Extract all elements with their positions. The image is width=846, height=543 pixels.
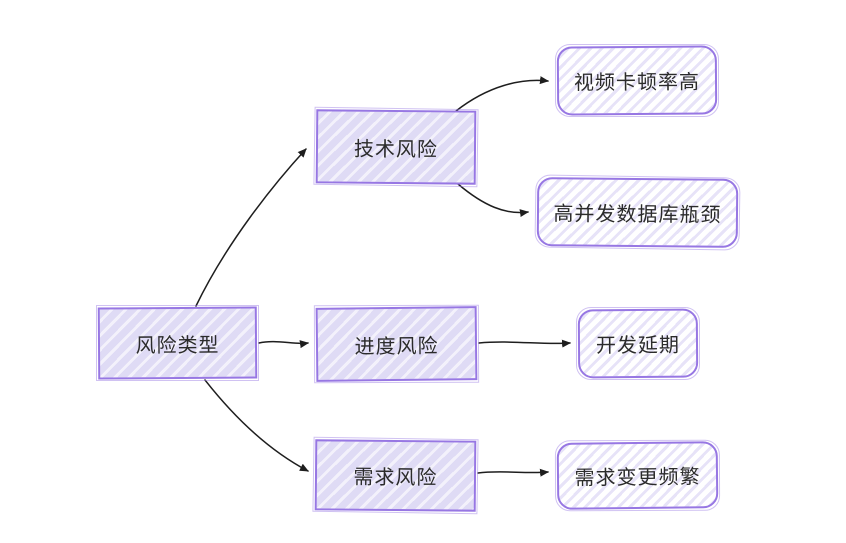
- node-requirement-change-label: 需求变更频繁: [574, 466, 701, 490]
- edge-technical-to-db-bottleneck[interactable]: [457, 183, 529, 218]
- edge-schedule-to-dev-delay[interactable]: [478, 339, 571, 348]
- node-schedule-risk-label: 进度风险: [354, 335, 439, 358]
- edge-root-to-technical-risk[interactable]: [195, 148, 307, 307]
- node-schedule-risk[interactable]: 进度风险: [315, 306, 478, 382]
- node-requirement-risk[interactable]: 需求风险: [314, 439, 477, 512]
- edge-root-to-schedule-risk[interactable]: [258, 340, 309, 349]
- node-db-bottleneck-label: 高并发数据库瓶颈: [553, 203, 722, 227]
- edge-root-to-requirement-risk[interactable]: [204, 379, 309, 472]
- node-video-stutter-rate[interactable]: 视频卡顿率高: [556, 45, 718, 116]
- node-db-bottleneck[interactable]: 高并发数据库瓶颈: [536, 177, 739, 248]
- node-risk-type[interactable]: 风险类型: [97, 306, 258, 380]
- edge-requirement-to-change[interactable]: [477, 468, 549, 477]
- node-technical-risk[interactable]: 技术风险: [315, 109, 477, 185]
- node-requirement-change[interactable]: 需求变更频繁: [556, 441, 719, 510]
- node-video-stutter-rate-label: 视频卡顿率高: [573, 71, 701, 95]
- node-requirement-risk-label: 需求风险: [353, 466, 438, 490]
- node-dev-delay-label: 开发延期: [595, 334, 681, 358]
- edge-technical-to-video-stutter[interactable]: [455, 76, 549, 112]
- node-risk-type-label: 风险类型: [135, 334, 220, 357]
- node-technical-risk-label: 技术风险: [353, 138, 439, 161]
- node-dev-delay[interactable]: 开发延期: [577, 308, 699, 379]
